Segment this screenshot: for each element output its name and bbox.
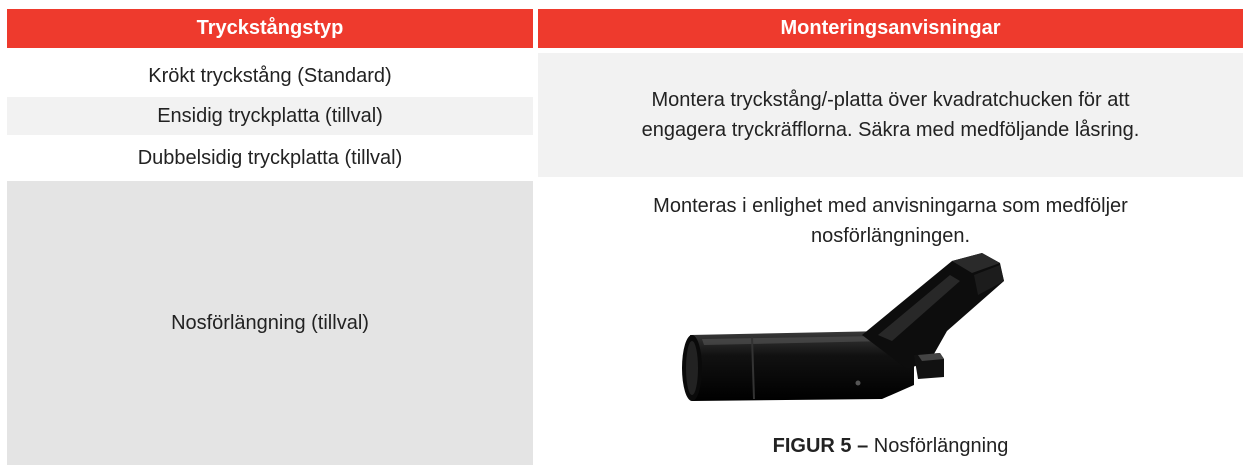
row-nose-extension: Nosförlängning (tillval) [7,181,533,465]
nose-instructions-cell: Monteras i enlighet med anvisningarna so… [538,181,1243,465]
row-curved-reaction-arm: Krökt tryckstång (Standard) [7,59,533,93]
mount-text-line2: engagera tryckräfflorna. Säkra med medfö… [641,119,1140,141]
figure-title: Nosförlängning [868,435,1009,457]
nose-text-line1: Monteras i enlighet med anvisningarna so… [653,195,1128,217]
nose-text-line2: nosförlängningen. [810,225,970,247]
mount-instructions: Montera tryckstång/-platta över kvadratc… [538,53,1243,177]
header-type: Tryckstångstyp [7,9,533,48]
row-single-plate: Ensidig tryckplatta (tillval) [7,97,533,135]
nose-extension-image [682,253,1004,401]
header-instructions: Monteringsanvisningar [538,9,1243,48]
nose-instructions: Monteras i enlighet med anvisningarna so… [538,191,1243,251]
mount-text-line1: Montera tryckstång/-platta över kvadratc… [651,89,1130,111]
figure-label: FIGUR 5 – [772,435,869,457]
figure-caption: FIGUR 5 – Nosförlängning [538,435,1243,458]
row-double-plate: Dubbelsidig tryckplatta (tillval) [7,139,533,177]
